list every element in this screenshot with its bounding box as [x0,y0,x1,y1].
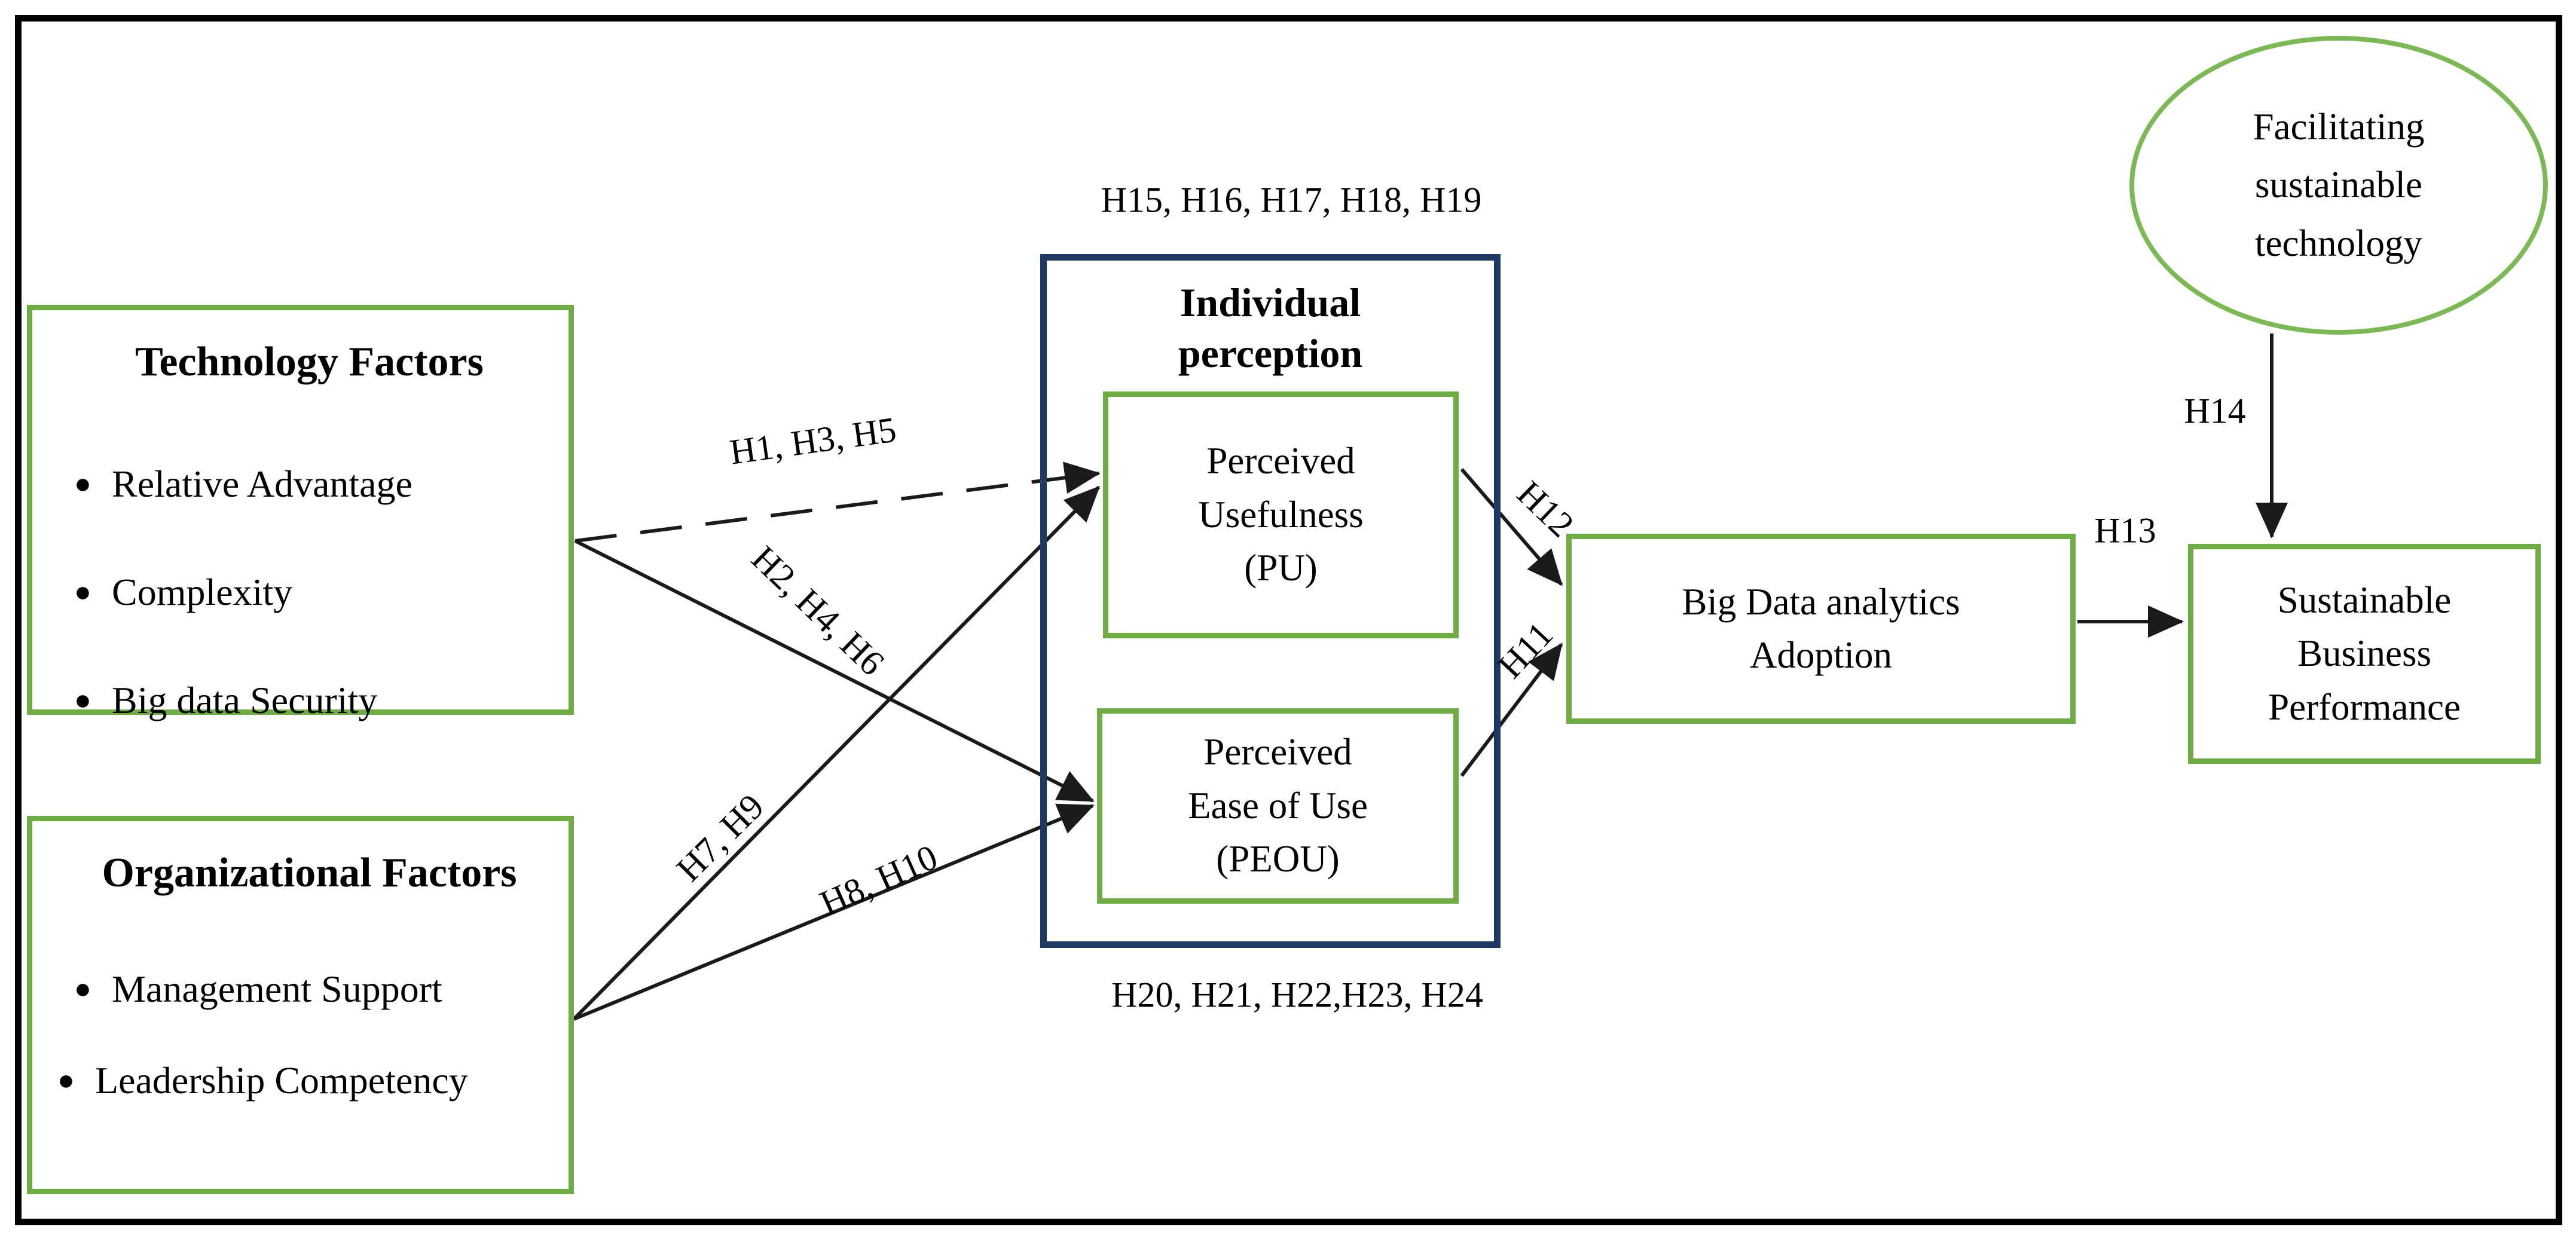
list-item: ● Management Support [74,964,545,1014]
list-item: ● Relative Advantage [74,459,545,509]
big-data-adoption-box: Big Data analytics Adoption [1566,534,2076,724]
list-item: ● Leadership Competency [57,1056,545,1105]
list-item-label: Big data Security [112,679,378,722]
list-item-label: Management Support [112,968,442,1010]
sustainable-business-performance-box: Sustainable Business Performance [2188,544,2541,764]
label-h14: H14 [2184,391,2246,431]
bullet-icon: ● [74,973,91,1005]
arrow-pu-to-adoption [1460,468,1563,586]
organizational-factors-title: Organizational Factors [102,850,517,896]
technology-factors-title: Technology Factors [135,339,484,385]
bullet-icon: ● [57,1064,75,1097]
organizational-factors-box: Organizational Factors ● Management Supp… [27,816,574,1194]
organizational-factors-list: ● Management Support ● Leadership Compet… [57,964,545,1105]
label-h15-h19: H15, H16, H17, H18, H19 [1101,180,1482,220]
label-h20-h24: H20, H21, H22,H23, H24 [1111,975,1483,1015]
diagram-frame [15,15,2562,1225]
arrow-tech-to-pu [575,461,1101,543]
big-data-adoption-label: Big Data analytics Adoption [1682,580,1960,676]
individual-perception-title: Individual perception [1178,280,1363,376]
perceived-ease-of-use-box: Perceived Ease of Use (PEOU) [1097,708,1459,904]
bullet-icon: ● [74,576,91,608]
perceived-ease-of-use-label: Perceived Ease of Use (PEOU) [1188,731,1368,880]
facilitating-sustainable-technology-label: Facilitating sustainable technology [2253,105,2425,264]
perceived-usefulness-box: Perceived Usefulness (PU) [1103,391,1459,638]
list-item: ● Big data Security [74,675,545,725]
list-item: ● Complexity [74,567,545,617]
individual-perception-box: Individual perception [1040,254,1501,948]
sustainable-business-performance-label: Sustainable Business Performance [2268,579,2461,728]
list-item-label: Relative Advantage [112,463,412,505]
list-item-label: Leadership Competency [95,1059,468,1102]
arrow-tech-to-peou [574,539,1095,803]
perceived-usefulness-label: Perceived Usefulness (PU) [1198,440,1364,589]
arrow-peou-to-adoption [1460,643,1563,777]
bullet-icon: ● [74,684,91,717]
list-item-label: Complexity [112,571,293,614]
facilitating-sustainable-technology-ellipse: Facilitating sustainable technology [2129,36,2548,335]
technology-factors-box: Technology Factors ● Relative Advantage … [27,305,574,721]
arrow-org-to-pu [572,485,1101,1021]
label-h13: H13 [2094,510,2156,550]
arrow-org-to-peou [573,803,1095,1021]
technology-factors-list: ● Relative Advantage ● Complexity ● Big … [74,459,545,726]
bullet-icon: ● [74,468,91,500]
